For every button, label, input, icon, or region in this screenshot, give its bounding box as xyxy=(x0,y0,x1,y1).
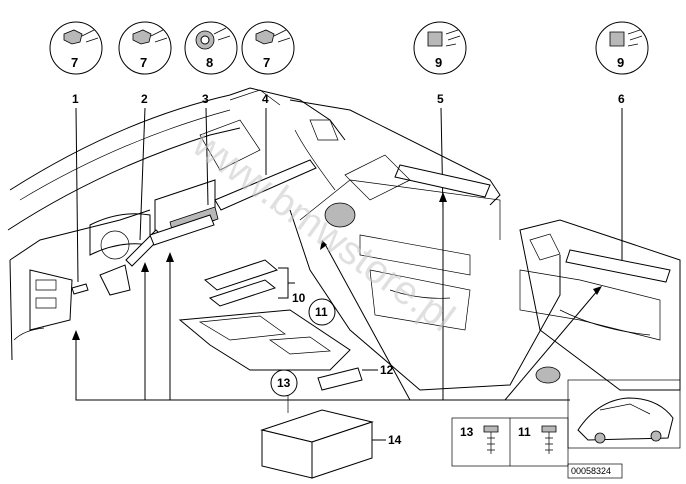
center-console-parts xyxy=(178,259,386,479)
icon-label: 7 xyxy=(263,55,270,70)
fastener-legend: 13 11 xyxy=(451,417,569,467)
callout-3[interactable]: 3 xyxy=(202,92,209,106)
diagram-code-box xyxy=(567,463,623,479)
rear-door-illustration xyxy=(519,219,681,391)
icon-label: 7 xyxy=(140,55,147,70)
legend-label-13: 13 xyxy=(460,425,474,439)
fastener-icon-7-a[interactable]: 7 xyxy=(49,21,103,75)
callout-1[interactable]: 1 xyxy=(72,92,79,106)
icon-label: 8 xyxy=(206,55,213,70)
icon-label: 7 xyxy=(71,55,78,70)
clip-icon-9-b[interactable]: 9 xyxy=(595,21,649,75)
callout-14[interactable]: 14 xyxy=(388,433,402,447)
trim-part-6 xyxy=(565,249,671,283)
callout-10[interactable]: 10 xyxy=(292,291,306,305)
callout-5[interactable]: 5 xyxy=(437,92,444,106)
clip-icon-9-a[interactable]: 9 xyxy=(413,21,467,75)
trim-part-1 xyxy=(71,283,89,295)
part-13-marker[interactable]: 13 xyxy=(270,369,298,397)
trim-part-10-bottom xyxy=(208,279,277,307)
car-inset xyxy=(567,379,681,449)
fastener-icon-8[interactable]: 8 xyxy=(184,21,238,75)
part-11-marker[interactable]: 11 xyxy=(308,298,336,326)
dashboard-illustration xyxy=(7,87,346,361)
trim-part-5 xyxy=(394,164,491,198)
icon-label: 9 xyxy=(435,55,442,70)
fastener-icon-7-c[interactable]: 7 xyxy=(241,21,295,75)
diagram-code: 00058324 xyxy=(571,466,611,476)
icon-label: 9 xyxy=(617,55,624,70)
callout-2[interactable]: 2 xyxy=(141,92,148,106)
marker-label: 11 xyxy=(315,305,328,319)
fastener-icon-7-b[interactable]: 7 xyxy=(118,21,172,75)
trim-part-4 xyxy=(214,159,317,211)
trim-part-12 xyxy=(317,367,363,391)
front-door-illustration xyxy=(289,99,561,391)
callout-12[interactable]: 12 xyxy=(380,363,394,377)
leader-lines xyxy=(72,107,623,401)
legend-label-11: 11 xyxy=(518,425,531,439)
callout-6[interactable]: 6 xyxy=(618,92,625,106)
marker-label: 13 xyxy=(277,376,291,390)
callout-4[interactable]: 4 xyxy=(262,92,269,106)
trim-part-10-top xyxy=(203,259,279,291)
trim-part-3 xyxy=(149,214,215,246)
trim-part-11 xyxy=(178,309,351,371)
